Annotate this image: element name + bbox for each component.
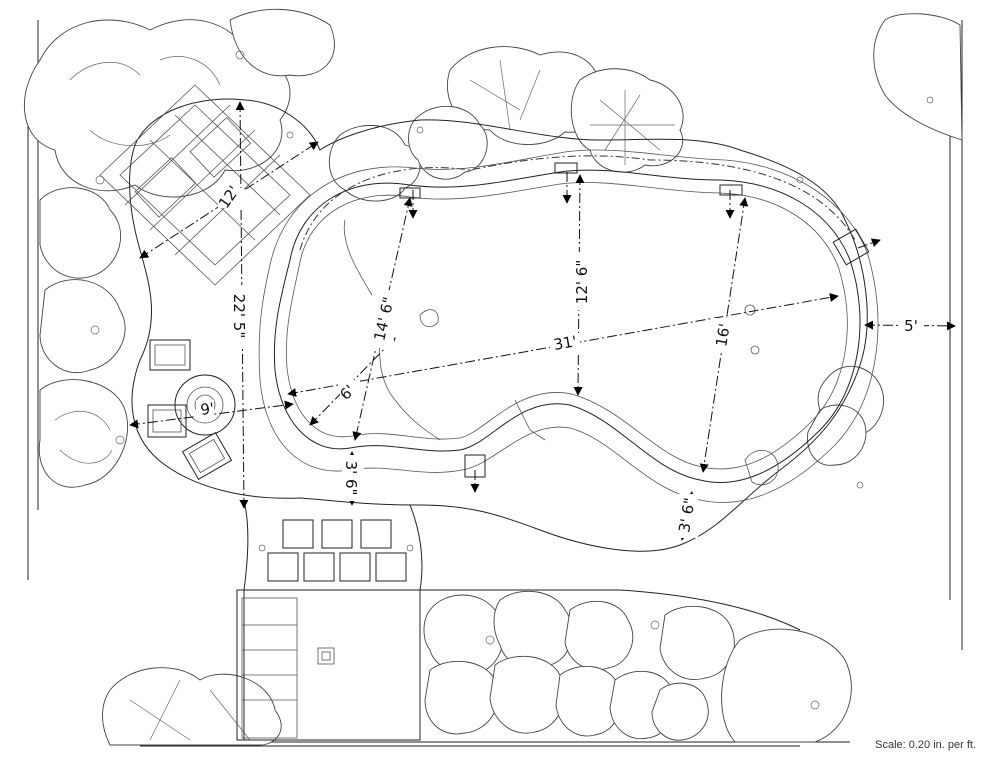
- pool-coping: [258, 149, 879, 503]
- dim-9: 9': [199, 399, 215, 419]
- scale-note: Scale: 0.20 in. per ft.: [875, 739, 976, 751]
- dim-16: 16': [712, 322, 734, 348]
- dim-5: 5': [904, 317, 918, 335]
- dim-12-6: 12' 6": [573, 260, 591, 304]
- pool-fixtures: [399, 162, 870, 486]
- dim-31: 31': [552, 332, 578, 354]
- dim-3-6-right: 3' 6": [675, 496, 699, 533]
- pool-outline: [273, 155, 861, 484]
- tree-canopies: [23, 8, 963, 488]
- dimension-labels: 22' 5" 12' 14' 6" 12' 6" 31' 16' 6' 9' 3…: [196, 182, 924, 538]
- deck-area: [236, 519, 421, 741]
- site-markers: [235, 50, 864, 552]
- patio-boundary: [129, 98, 868, 740]
- lower-tree-canopies: [102, 590, 852, 746]
- fire-pit-seating: [147, 339, 236, 481]
- dim-3-6-left: 3' 6": [342, 461, 360, 496]
- dim-22-5: 22' 5": [230, 294, 248, 338]
